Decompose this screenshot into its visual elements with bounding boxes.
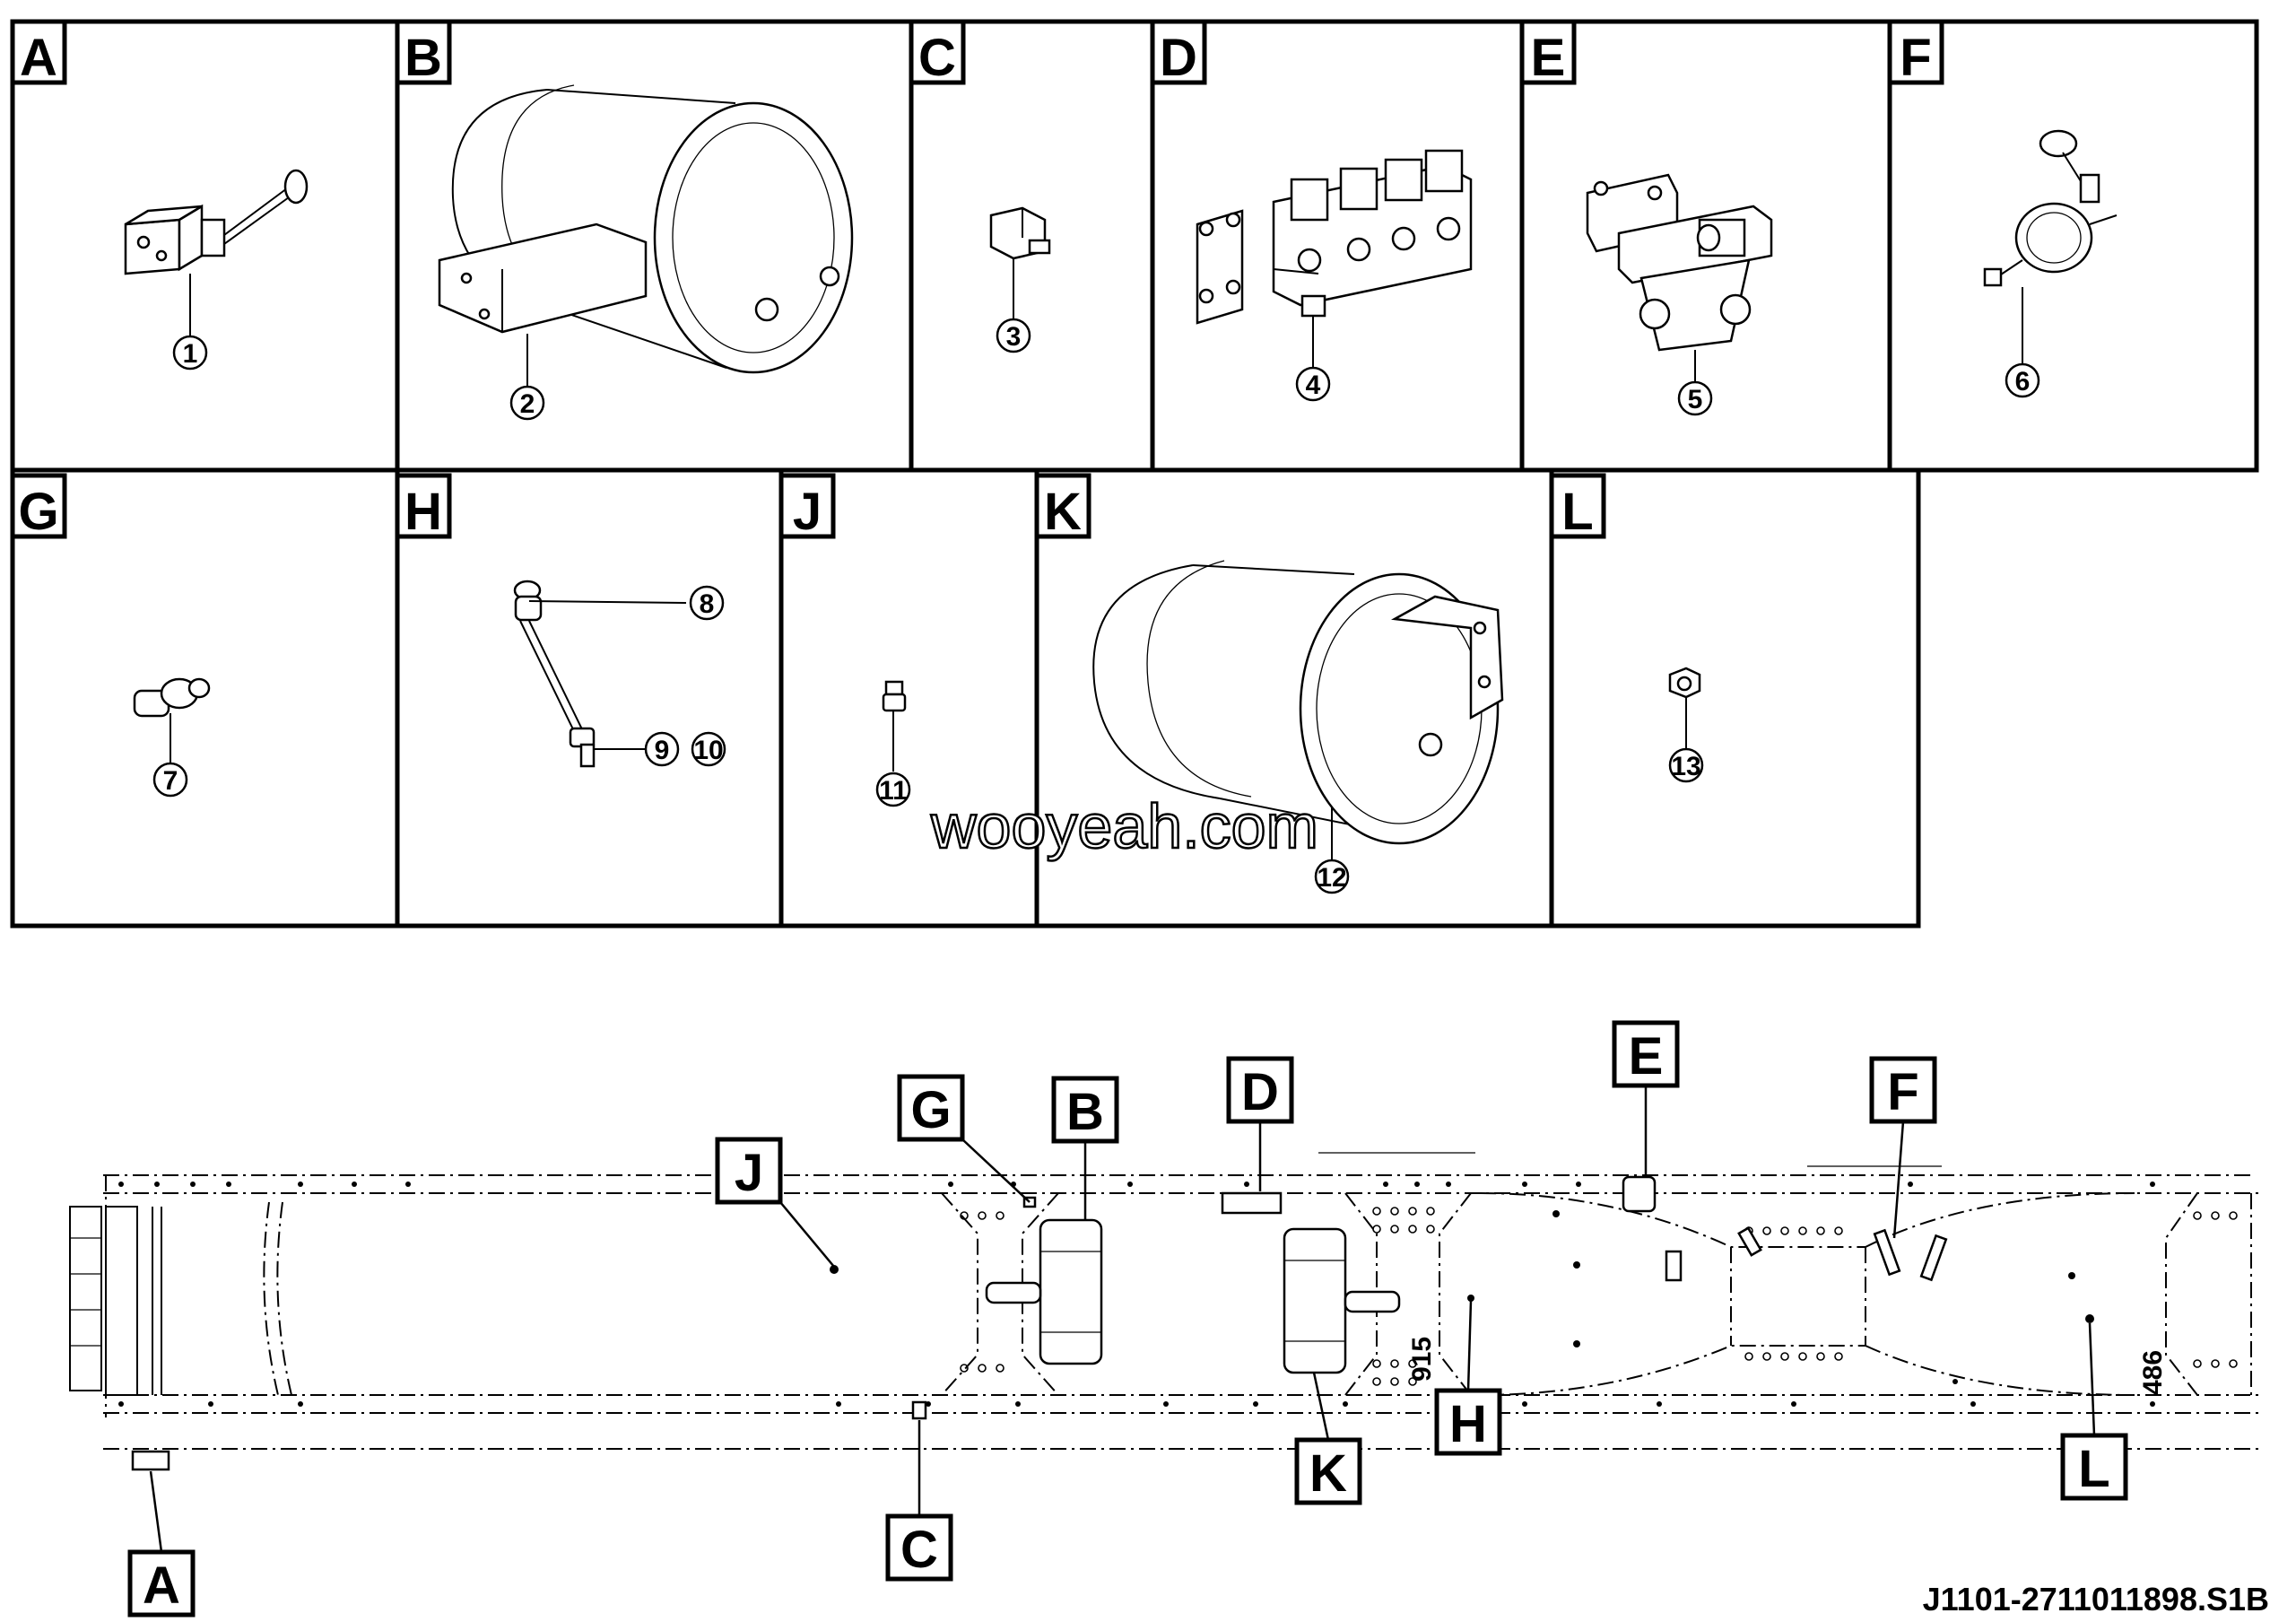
svg-text:B: B [1066,1083,1104,1141]
panel-tag-d: D [1150,19,1207,87]
panel-tag-j: J [778,473,836,541]
callout-b: B [1051,1076,1119,1144]
callout-g: G [897,1074,965,1142]
callout-circle [689,585,725,621]
panel-tag-k: K [1034,473,1091,541]
callout-circle [996,318,1031,353]
panel-letter: H [404,483,442,541]
callout-circle [691,731,726,767]
part-number-11: 11 [879,776,908,806]
callout-c: C [885,1513,953,1582]
callout-circle [875,772,911,807]
part-number-13: 13 [1671,752,1700,781]
panel-letter: B [404,29,442,87]
panel-letter: G [18,483,58,541]
callout-circle [2005,362,2040,398]
part-number-8: 8 [700,589,715,619]
part-number-6: 6 [2015,367,2031,397]
part-12-illustration [1092,560,1504,859]
dimension-915: 915 [1407,1337,1437,1382]
svg-text:G: G [910,1081,951,1139]
panel-letter: K [1044,483,1082,541]
part-13-illustration [1668,667,1701,749]
panel-letter: C [918,29,956,87]
callout-circle [172,335,208,371]
panel-letter: J [793,483,822,541]
panel-grid [10,19,2259,929]
chassis-frame: 915 486 [69,1152,2260,1471]
part-number-4: 4 [1306,371,1321,400]
panel-tags: A B C D E F G H J K L [10,19,1944,541]
callout-f: F [1869,1056,1937,1124]
callout-circle [1295,366,1331,402]
part-2-illustration [438,84,854,386]
callout-circle [644,731,680,767]
callout-k: K [1294,1437,1362,1505]
callout-circle [1677,380,1713,416]
panel-letter: F [1900,29,1931,87]
part-8-9-10-illustration [513,580,687,768]
callout-circle [509,385,545,421]
part-number-2: 2 [520,389,535,419]
svg-text:E: E [1629,1027,1664,1086]
callout-h: H [1434,1388,1502,1456]
part-number-10: 10 [693,736,723,765]
callout-leaders [149,1086,2096,1553]
part-number-3: 3 [1006,322,1022,352]
svg-text:K: K [1309,1444,1347,1503]
part-number-12: 12 [1317,863,1346,893]
panel-tag-c: C [909,19,966,87]
part-4-illustration [1196,149,1473,368]
chassis-callouts: J G B D E F A C K H L [127,1020,2128,1618]
part-number-7: 7 [163,766,178,796]
drawing-number: J1101-2711011898.S1B [1923,1581,2269,1618]
callout-circle [152,762,188,798]
panel-tag-a: A [10,19,67,87]
part-1-illustration [124,169,309,336]
panel-tag-h: H [395,473,452,541]
panel-letter: L [1561,483,1593,541]
callout-e: E [1612,1020,1680,1088]
callout-l: L [2060,1433,2128,1501]
panel-tag-l: L [1549,473,1606,541]
callout-a: A [127,1549,196,1618]
svg-text:J: J [735,1144,763,1202]
part-3-illustration [989,206,1051,318]
part-number-5: 5 [1688,385,1703,414]
svg-text:F: F [1887,1063,1918,1121]
svg-text:H: H [1449,1395,1487,1453]
svg-text:D: D [1241,1063,1279,1121]
panel-tag-g: G [10,473,67,541]
part-7-illustration [133,677,211,763]
part-11-illustration [882,680,907,772]
panel-letter: A [20,29,57,87]
part-5-illustration [1586,173,1773,381]
panel-tag-b: B [395,19,452,87]
svg-text:A: A [143,1557,180,1615]
part-number-9: 9 [655,736,670,765]
callout-circle [1314,859,1350,894]
panel-letter: E [1531,29,1566,87]
callout-j: J [715,1137,783,1205]
callout-d: D [1226,1056,1294,1124]
part-number-1: 1 [183,339,198,369]
panel-tag-e: E [1519,19,1577,87]
dimension-486: 486 [2138,1350,2168,1395]
part-6-illustration [1983,129,2118,363]
watermark: wooyeah.com [930,791,1318,861]
callout-circle [1668,747,1704,783]
svg-text:C: C [900,1521,938,1579]
panel-letter: D [1160,29,1197,87]
panel-tag-f: F [1887,19,1944,87]
svg-text:L: L [2078,1440,2109,1498]
